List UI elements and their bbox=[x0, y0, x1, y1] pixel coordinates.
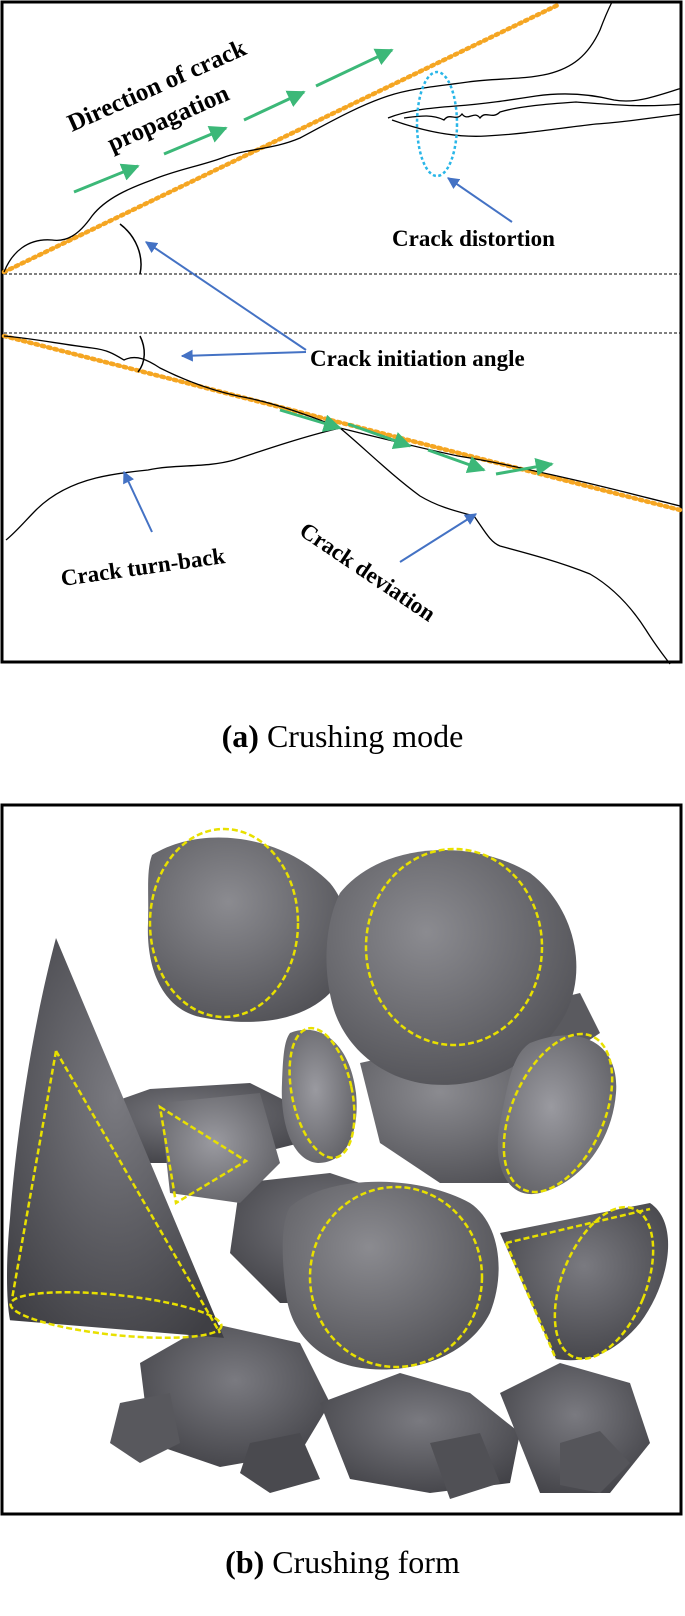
propagation-arrow bbox=[495, 457, 554, 476]
outline-small-triangle bbox=[158, 1104, 249, 1206]
caption-b-text: Crushing form bbox=[272, 1544, 460, 1580]
outline-left-cone bbox=[10, 1050, 222, 1334]
pointer-arrow bbox=[399, 513, 478, 563]
upper-crack-wavy bbox=[403, 101, 683, 121]
outline-top-right-circle bbox=[364, 847, 544, 1047]
crushing-form-photo bbox=[0, 803, 683, 1516]
fragment-top-right bbox=[326, 850, 577, 1085]
propagation-arrow bbox=[315, 48, 394, 88]
crack-turn-back-line bbox=[5, 427, 341, 541]
outline-left-cone-base bbox=[9, 1290, 223, 1340]
caption-b: (b) Crushing form bbox=[0, 1544, 685, 1581]
pointer-arrow bbox=[180, 349, 307, 362]
caption-a-letter: (a) bbox=[221, 718, 259, 754]
outline-mid-ellipse bbox=[288, 1026, 356, 1160]
crack-turn-back-label: Crack turn-back bbox=[59, 543, 227, 591]
crack-diagram: Direction of crack propagation Crack dis… bbox=[0, 0, 683, 665]
crack-deviation-label: Crack deviation bbox=[295, 517, 440, 626]
propagation-arrow bbox=[427, 448, 486, 474]
crack-deviation-line bbox=[339, 427, 671, 665]
pointer-arrow bbox=[123, 470, 153, 533]
crack-initiation-angle-label: Crack initiation angle bbox=[310, 346, 525, 371]
fragment-center-bottom bbox=[282, 1181, 499, 1370]
lower-initiation-angle-arc bbox=[137, 335, 145, 373]
caption-b-letter: (b) bbox=[225, 1544, 265, 1580]
pointer-arrow bbox=[447, 177, 513, 223]
pointer-arrow bbox=[145, 241, 307, 351]
caption-a: (a) Crushing mode bbox=[0, 718, 685, 755]
propagation-arrow bbox=[279, 408, 342, 432]
propagation-arrow bbox=[347, 422, 412, 450]
fragment-top-left bbox=[147, 837, 349, 1022]
fragment-ellipse-mid bbox=[281, 1029, 357, 1163]
crack-distortion-label: Crack distortion bbox=[392, 226, 555, 251]
fragment-cone-right bbox=[500, 1203, 669, 1361]
outline-center-circle bbox=[308, 1185, 484, 1369]
upper-initiation-angle-arc bbox=[119, 223, 142, 275]
lower-propagation-guide bbox=[1, 333, 683, 513]
upper-propagation-guide bbox=[1, 1, 563, 275]
outline-top-left-circle bbox=[148, 827, 300, 1019]
upper-crack-line bbox=[3, 1, 613, 273]
crack-distortion-ellipse bbox=[415, 70, 459, 178]
outline-right-cone bbox=[504, 1207, 651, 1360]
upper-crack-lower-branch bbox=[391, 113, 683, 137]
outline-right-ellipse bbox=[502, 1032, 614, 1194]
outline-right-cone-base bbox=[553, 1205, 655, 1361]
propagation-arrow bbox=[163, 125, 228, 156]
propagation-arrow bbox=[73, 163, 140, 194]
upper-crack-branch bbox=[387, 87, 683, 119]
fragment-outlines bbox=[9, 827, 655, 1369]
propagation-arrow bbox=[243, 90, 306, 122]
fragment-mid-small bbox=[160, 1093, 280, 1203]
caption-a-text: Crushing mode bbox=[266, 718, 464, 754]
diagram-frame bbox=[0, 0, 683, 664]
fragment-cone-left bbox=[7, 938, 224, 1338]
